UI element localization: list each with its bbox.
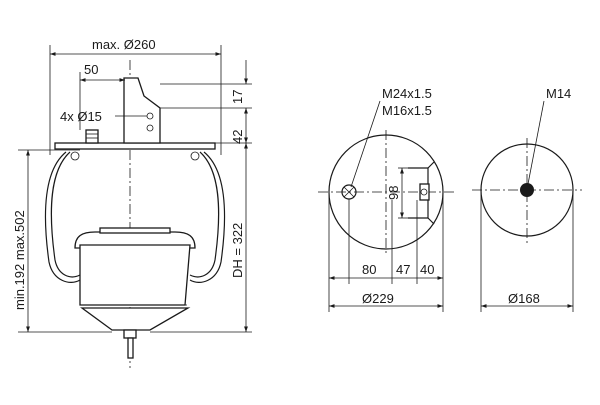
- piston-cap: [74, 231, 196, 249]
- dim-overall-diameter: max. Ø260: [92, 37, 156, 52]
- piston-base: [80, 307, 191, 331]
- bottom-view: M14 Ø168: [472, 86, 582, 312]
- dim-top-plate: 42: [230, 130, 245, 144]
- dim-height-range: min.192 max.502: [12, 210, 27, 310]
- dim-offset-47: 47: [396, 262, 410, 277]
- dim-top-stud: 17: [230, 90, 245, 104]
- label-thread-m24: M24x1.5: [382, 86, 432, 101]
- bracket-hole: [146, 124, 154, 132]
- side-view: max. Ø260 50 4x Ø15 17 42 min.192 max.50…: [12, 37, 252, 368]
- label-thread-m14: M14: [546, 86, 571, 101]
- bottom-stud: [127, 337, 134, 359]
- mounting-bracket: [123, 77, 161, 144]
- dim-offset-40: 40: [420, 262, 434, 277]
- clamp-left: [70, 151, 80, 161]
- label-thread-m16: M16x1.5: [382, 103, 432, 118]
- dim-offset: 50: [84, 62, 98, 77]
- top-view: M24x1.5 M16x1.5 98 80 47 40 Ø229: [318, 86, 454, 312]
- m14-thread-dot: [520, 183, 534, 197]
- bellow-right: [189, 151, 220, 278]
- piston-body: [79, 244, 191, 306]
- top-stud: [85, 129, 99, 144]
- bellow-left: [50, 151, 81, 278]
- dim-top-view-diameter: Ø229: [362, 291, 394, 306]
- dim-offset-80: 80: [362, 262, 376, 277]
- dim-holes: 4x Ø15: [60, 109, 102, 124]
- dim-design-height: DH = 322: [230, 223, 245, 278]
- clamp-right: [190, 151, 200, 161]
- dim-vertical-98: 98: [386, 186, 401, 200]
- dim-bottom-view-diameter: Ø168: [508, 291, 540, 306]
- top-plate: [54, 142, 216, 150]
